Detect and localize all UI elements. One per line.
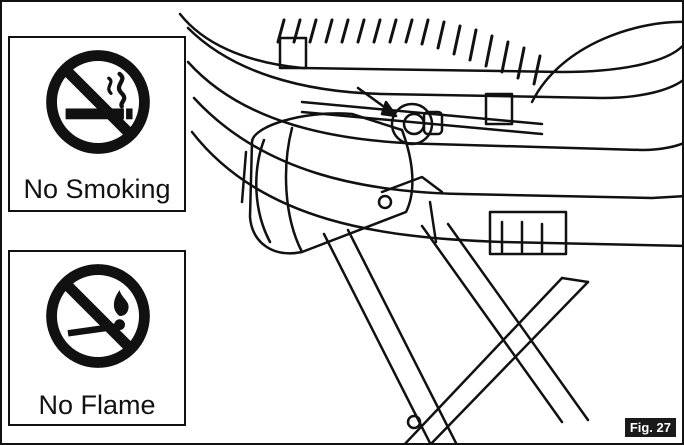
- propane-cylinder: [240, 112, 414, 255]
- grill-body: [186, 60, 682, 152]
- regulator-valve: [390, 102, 434, 146]
- no-flame-icon: [46, 264, 150, 368]
- no-flame-label: No Flame: [38, 390, 156, 420]
- figure-number-badge: Fig. 27: [624, 418, 676, 437]
- lid-vent-slots: [276, 18, 542, 86]
- no-flame-sign: No Flame: [8, 250, 186, 426]
- no-smoking-sign: No Smoking: [8, 36, 186, 212]
- stand-legs: [322, 222, 590, 443]
- no-smoking-icon: [46, 50, 150, 154]
- grill-lid: [178, 12, 682, 74]
- no-smoking-label: No Smoking: [23, 174, 171, 204]
